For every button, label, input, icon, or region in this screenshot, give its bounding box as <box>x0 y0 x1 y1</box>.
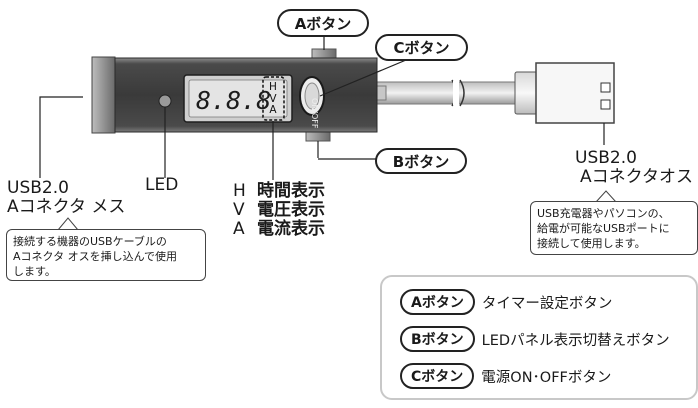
legend-a-button: Aボタン <box>400 289 475 315</box>
indicator-a: A <box>269 104 277 116</box>
b-button-callout: Bボタン <box>375 148 467 174</box>
usb-male-note: USB充電器やパソコンの、 給電が可能なUSBポートに 接続して使用します。 <box>530 201 698 255</box>
led-lamp <box>158 94 172 108</box>
leader-lines <box>39 33 605 180</box>
c-button-callout: Cボタン <box>375 34 468 61</box>
hva-text-v: 電圧表示 <box>257 200 325 220</box>
hva-key-a: A <box>233 219 245 239</box>
usb-female-label-2: Aコネクタ メス <box>7 197 126 217</box>
legend-b-text: LEDパネル表示切替えボタン <box>481 332 670 349</box>
hva-legend-row-v: V 電圧表示 <box>233 201 325 220</box>
indicator-v: V <box>269 92 277 105</box>
hva-indicator: H V A <box>267 81 279 117</box>
usb-female-note-line-2: Aコネクタ オスを挿し込んで使用 <box>13 250 178 263</box>
usb-male-label-1: USB2.0 <box>575 148 637 168</box>
usb-male-plug <box>514 62 615 124</box>
hva-key-h: H <box>233 181 246 201</box>
a-button-callout: Aボタン <box>277 9 369 37</box>
legend-c-button: Cボタン <box>400 363 475 389</box>
usb-female-note-line-1: 接続する機器のUSBケーブルの <box>13 235 167 248</box>
legend-b-button: Bボタン <box>400 326 475 352</box>
display-digits: 8.8.8 <box>196 86 271 115</box>
usb-male-note-line-3: 接続して使用します。 <box>537 237 646 250</box>
hva-text-h: 時間表示 <box>257 181 325 201</box>
button-legend: Aボタン タイマー設定ボタン Bボタン LEDパネル表示切替えボタン Cボタン … <box>380 275 698 400</box>
legend-row-a: Aボタン タイマー設定ボタン <box>400 289 612 315</box>
legend-row-c: Cボタン 電源ON･OFFボタン <box>400 363 611 389</box>
legend-a-text: タイマー設定ボタン <box>481 295 613 312</box>
hva-text-a: 電流表示 <box>257 219 325 239</box>
hva-key-v: V <box>233 200 245 220</box>
usb-male-note-line-2: 給電が可能なUSBポートに <box>537 222 670 235</box>
usb-female-note: 接続する機器のUSBケーブルの Aコネクタ オスを挿し込んで使用 します。 <box>6 229 206 281</box>
hva-legend-row-a: A 電流表示 <box>233 220 325 239</box>
legend-row-b: Bボタン LEDパネル表示切替えボタン <box>400 326 670 352</box>
usb-female-note-line-3: します。 <box>13 265 56 278</box>
usb-female-label-1: USB2.0 <box>7 178 69 198</box>
legend-c-text: 電源ON･OFFボタン <box>481 369 612 386</box>
hva-legend-row-h: H 時間表示 <box>233 182 325 201</box>
usb-cable <box>371 79 523 107</box>
indicator-h: H <box>269 81 277 93</box>
usb-male-label-2: Aコネクタオス <box>580 167 693 187</box>
hva-legend: H 時間表示 V 電圧表示 A 電流表示 <box>233 182 325 239</box>
on-off-label: ON/OFF <box>310 98 319 129</box>
device-body <box>91 56 378 134</box>
led-label: LED <box>145 175 179 195</box>
usb-male-note-line-1: USB充電器やパソコンの、 <box>537 207 670 220</box>
